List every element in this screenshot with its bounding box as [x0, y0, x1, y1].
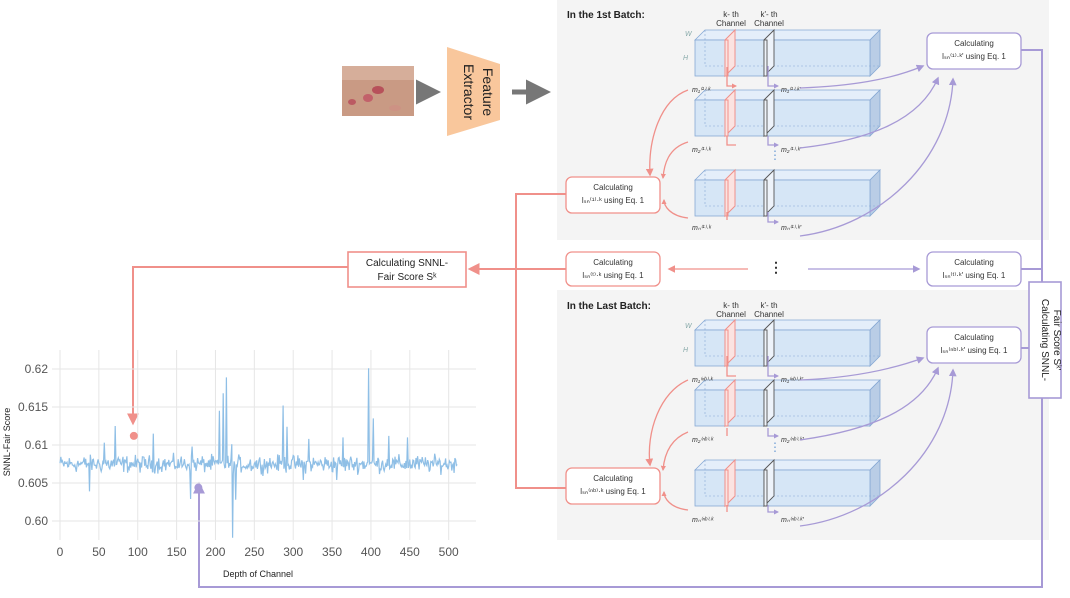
- calculation-box-title: Calculating: [593, 258, 633, 267]
- chart-x-tick-label: 400: [361, 545, 381, 559]
- calculation-box-title: Calculating: [593, 474, 633, 483]
- snnl-fair-score-chart: 0 50 100 150 200 250 300 350 400 450 500 0.60 0.605 0…: [2, 350, 476, 579]
- m-k-label: mₙ⁽ⁿᵇ⁾·ᵏ: [692, 516, 714, 524]
- calculation-box-formula: lₛₙ⁽ⁿᵇ⁾·ᵏ' using Eq. 1: [941, 346, 1009, 355]
- calculation-box: Calculating lₛₙ⁽¹⁾·ᵏ using Eq. 1: [565, 176, 661, 214]
- chart-y-tick-label: 0.62: [25, 362, 49, 376]
- feature-map-cube: [694, 458, 881, 508]
- w-dim-label-bottom: W: [685, 323, 693, 330]
- snnl-fair-score-prime-label-1: Calculating SNNL-: [1039, 299, 1050, 381]
- chart-x-tick-label: 150: [167, 545, 187, 559]
- chart-x-tick-label: 0: [57, 545, 64, 559]
- snnl-fair-score-label-2: Fair Score Sᵏ: [378, 272, 438, 283]
- chart-y-tick-label: 0.61: [25, 438, 49, 452]
- chart-highlight-point-k-prime: [194, 483, 203, 492]
- m-kprime-label: m₁⁽¹⁾·ᵏ': [781, 86, 801, 94]
- feature-extractor-label-2: Extractor: [461, 64, 477, 120]
- k-channel-header-bottom-1: k- th: [723, 301, 739, 310]
- chart-highlight-point-k: [129, 431, 138, 440]
- kp-channel-header-bottom-1: k'- th: [760, 301, 777, 310]
- middle-vdots: ⋮: [769, 259, 783, 275]
- feature-map-cube: [694, 88, 881, 138]
- snnl-fair-score-box: [347, 251, 467, 288]
- calculation-box-title: Calculating: [954, 258, 994, 267]
- chart-x-tick-label: 350: [322, 545, 342, 559]
- m-kprime-label: mₙ⁽ⁿᵇ⁾·ᵏ': [781, 516, 804, 524]
- chart-x-tick-label: 450: [400, 545, 420, 559]
- snnl-fair-score-prime-label-2: Fair Score Sᵏ': [1051, 310, 1062, 371]
- m-k-label: m₁⁽ⁿᵇ⁾·ᵏ: [692, 376, 714, 384]
- h-dim-label-bottom: H: [683, 347, 689, 354]
- calculation-box-formula: lₛₙ⁽ᵗ⁾·ᵏ' using Eq. 1: [943, 271, 1006, 280]
- calculation-box: Calculating lₛₙ⁽ᵗ⁾·ᵏ using Eq. 1: [565, 251, 661, 287]
- purple-aggregation-bracket: [193, 49, 1043, 588]
- chart-x-tick-label: 250: [244, 545, 264, 559]
- calculation-box: Calculating lₛₙ⁽¹⁾·ᵏ' using Eq. 1: [926, 32, 1022, 70]
- feature-map-cube: [694, 168, 881, 218]
- h-dim-label-top: H: [683, 55, 689, 62]
- calculation-box-title: Calculating: [954, 333, 994, 342]
- calculation-box: Calculating lₛₙ⁽ᵗ⁾·ᵏ' using Eq. 1: [926, 251, 1022, 287]
- chart-x-tick-label: 500: [439, 545, 459, 559]
- chart-x-tick-label: 200: [205, 545, 225, 559]
- chart-x-tick-label: 100: [128, 545, 148, 559]
- calculation-box-formula: lₛₙ⁽ᵗ⁾·ᵏ using Eq. 1: [582, 271, 644, 280]
- m-k-label: m₁⁽¹⁾·ᵏ: [692, 86, 711, 94]
- m-kprime-label: m₂⁽ⁿᵇ⁾·ᵏ': [781, 436, 804, 444]
- skin-lesion-photo-icon: [342, 66, 414, 116]
- chart-highlight-points: [129, 431, 203, 492]
- calculation-box-formula: lₛₙ⁽¹⁾·ᵏ' using Eq. 1: [942, 52, 1006, 61]
- calculation-box-title: Calculating: [954, 39, 994, 48]
- chart-y-tick-label: 0.60: [25, 514, 49, 528]
- k-channel-header-top-2: Channel: [716, 19, 746, 28]
- k-channel-header-top-1: k- th: [723, 10, 739, 19]
- first-batch-title: In the 1st Batch:: [567, 10, 645, 21]
- m-kprime-label: mₙ⁽¹⁾·ᵏ': [781, 224, 802, 232]
- last-batch-vdots: ⋮: [769, 440, 781, 454]
- snnl-fair-score-prime-box: [1028, 281, 1062, 399]
- calculation-box-title: Calculating: [593, 183, 633, 192]
- m-k-label: m₂⁽ⁿᵇ⁾·ᵏ: [692, 436, 714, 444]
- calculation-box: Calculating lₛₙ⁽ⁿᵇ⁾·ᵏ' using Eq. 1: [926, 326, 1022, 364]
- m-k-label: m₂⁽¹⁾·ᵏ: [692, 146, 712, 154]
- feature-map-cube: [694, 378, 881, 428]
- chart-series-line: [59, 368, 458, 538]
- chart-x-axis-title: Depth of Channel: [223, 569, 293, 579]
- feature-extractor-label-1: Feature: [480, 68, 496, 116]
- k-channel-header-bottom-2: Channel: [716, 310, 746, 319]
- first-batch-vdots: ⋮: [769, 148, 781, 162]
- chart-ticks: 0 50 100 150 200 250 300 350 400 450 500 0.60 0.605 0…: [18, 362, 459, 559]
- red-connector-arrows: [645, 67, 738, 512]
- kp-channel-header-top-1: k'- th: [760, 10, 777, 19]
- red-aggregation-bracket: [127, 193, 566, 489]
- chart-grid: [52, 350, 476, 540]
- purple-connector-arrows: [767, 64, 957, 527]
- m-kprime-label: m₁⁽ⁿᵇ⁾·ᵏ': [781, 376, 804, 384]
- w-dim-label-top: W: [685, 31, 693, 38]
- kp-channel-header-top-2: Channel: [754, 19, 784, 28]
- chart-x-tick-label: 50: [92, 545, 106, 559]
- feature-map-cube: [694, 318, 881, 368]
- snnl-fair-score-label-1: Calculating SNNL-: [366, 258, 448, 269]
- chart-y-tick-label: 0.605: [18, 476, 48, 490]
- feature-map-cube: [694, 28, 881, 78]
- chart-y-axis-title: SNNL-Fair Score: [2, 408, 12, 477]
- feature-map-cubes: [694, 28, 881, 508]
- calculation-box: Calculating lₛₙ⁽ⁿᵇ⁾·ᵏ using Eq. 1: [565, 467, 661, 505]
- chart-x-tick-label: 300: [283, 545, 303, 559]
- calculation-box-formula: lₛₙ⁽¹⁾·ᵏ using Eq. 1: [582, 196, 645, 205]
- kp-channel-header-bottom-2: Channel: [754, 310, 784, 319]
- calculation-box-formula: lₛₙ⁽ⁿᵇ⁾·ᵏ using Eq. 1: [580, 487, 646, 496]
- feature-extractor-block: [447, 47, 500, 136]
- m-label-group: m₁⁽¹⁾·ᵏ m₁⁽¹⁾·ᵏ' m₂⁽¹⁾·ᵏ m₂⁽¹⁾·ᵏ' mₙ⁽¹⁾·ᵏ mₙ⁽…: [692, 86, 804, 524]
- m-k-label: mₙ⁽¹⁾·ᵏ: [692, 224, 712, 232]
- m-kprime-label: m₂⁽¹⁾·ᵏ': [781, 146, 802, 154]
- chart-y-tick-label: 0.615: [18, 400, 48, 414]
- last-batch-title: In the Last Batch:: [567, 301, 651, 312]
